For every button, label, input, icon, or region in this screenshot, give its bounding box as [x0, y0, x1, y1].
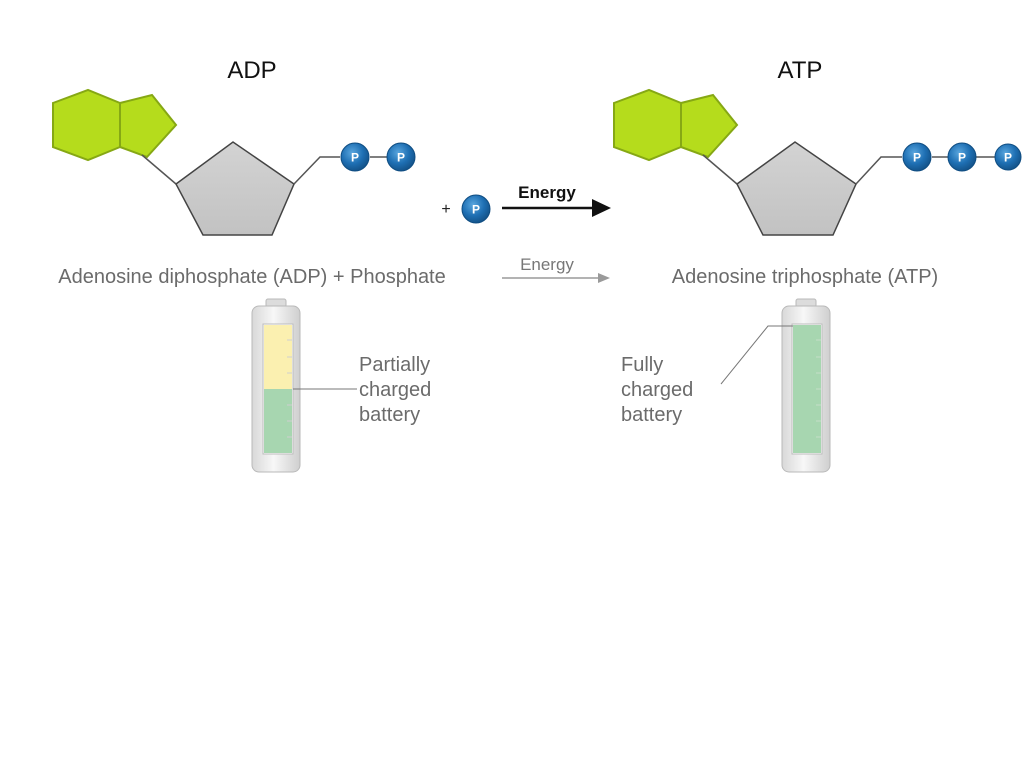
full-battery-leader-line: [720, 325, 793, 385]
phosphate-label: P: [913, 151, 921, 165]
energy-label: Energy: [518, 183, 576, 202]
phosphate-icon: [461, 194, 491, 224]
partial-label-line-2: charged: [359, 379, 431, 401]
adp-base-pentagon: [119, 93, 178, 159]
phosphate-label: P: [397, 151, 405, 165]
atp-base-sugar-bond: [702, 154, 738, 185]
battery-tick-marks: [816, 339, 821, 438]
equation-row: Adenosine diphosphate (ADP) + Phosphate …: [58, 255, 938, 288]
adp-phosphate-2: P: [386, 142, 416, 172]
phosphate-label: P: [958, 151, 966, 165]
partial-battery-label: Partially charged battery: [359, 354, 437, 426]
phosphate-icon: [947, 142, 977, 172]
plus-sign: +: [441, 201, 450, 218]
phosphate-label: P: [472, 203, 480, 217]
reaction-arrowhead: [592, 199, 611, 217]
adp-phosphate-1: P: [340, 142, 370, 172]
full-battery: Fully charged battery: [621, 298, 831, 473]
equation-left: Adenosine diphosphate (ADP) + Phosphate: [58, 266, 446, 288]
adp-title: ADP: [227, 57, 276, 84]
adp-adenine-base: [52, 88, 178, 162]
free-phosphate: P: [461, 194, 491, 224]
phosphate-icon: [902, 142, 932, 172]
atp-base-pentagon: [680, 93, 739, 159]
adp-base-hexagon: [52, 88, 121, 162]
adp-ribose-sugar: [175, 141, 295, 236]
adp-phosphate-bond: [293, 156, 340, 185]
atp-phosphate-1: P: [902, 142, 932, 172]
atp-phosphate-bond: [855, 156, 902, 185]
full-label-line-1: Fully: [621, 354, 663, 376]
atp-phosphate-2: P: [947, 142, 977, 172]
reaction-arrow-group: + P Energy: [441, 183, 611, 224]
atp-base-hexagon: [613, 88, 682, 162]
equation-arrowhead: [598, 273, 610, 283]
atp-adenine-base: [613, 88, 739, 162]
full-battery-label: Fully charged battery: [621, 354, 699, 426]
full-label-line-2: charged: [621, 379, 693, 401]
full-label-line-3: battery: [621, 404, 682, 426]
phosphate-icon: [386, 142, 416, 172]
adp-molecule: ADP P P: [52, 57, 416, 236]
battery-tick-marks: [287, 339, 292, 438]
atp-phosphate-3: P: [994, 143, 1022, 171]
phosphate-label: P: [1004, 151, 1012, 165]
atp-ribose-sugar: [736, 141, 857, 236]
equation-energy-label: Energy: [520, 255, 574, 274]
atp-title: ATP: [778, 57, 823, 84]
atp-molecule: ATP P P P: [613, 57, 1022, 236]
partial-label-line-1: Partially: [359, 354, 430, 376]
phosphate-icon: [340, 142, 370, 172]
adp-base-sugar-bond: [141, 154, 177, 185]
phosphate-icon: [994, 143, 1022, 171]
phosphate-label: P: [351, 151, 359, 165]
equation-right: Adenosine triphosphate (ATP): [672, 266, 938, 288]
partial-label-line-3: battery: [359, 404, 420, 426]
partial-battery: Partially charged battery: [251, 298, 437, 473]
